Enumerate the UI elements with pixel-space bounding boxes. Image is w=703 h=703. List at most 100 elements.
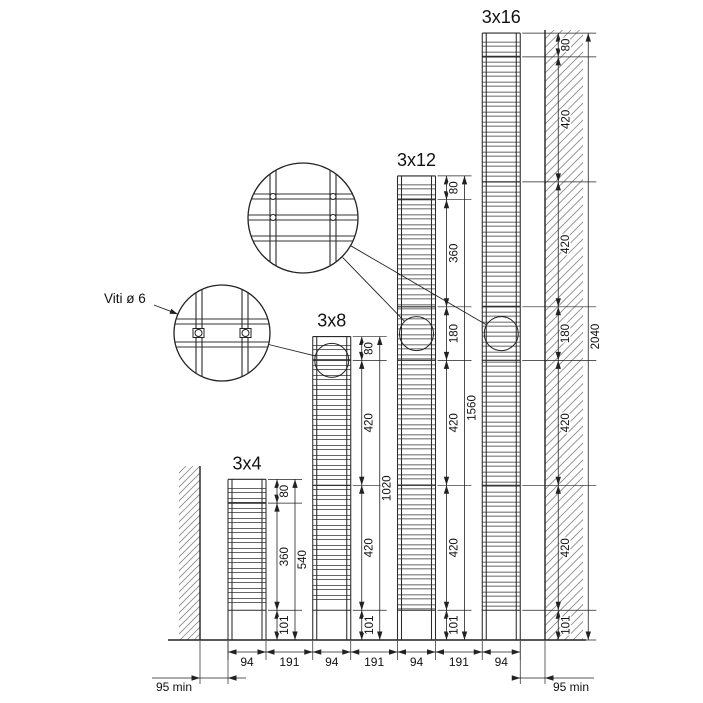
dimension-arrow <box>359 631 365 640</box>
dimension-arrow <box>443 610 450 619</box>
wall-hatch-line <box>545 119 583 159</box>
dimension-arrow <box>555 298 561 307</box>
wall-hatch-line <box>545 569 583 609</box>
dimension-value: 420 <box>449 538 461 557</box>
dimension-arrow <box>274 631 280 640</box>
dimension-arrow <box>555 631 561 640</box>
screw-circle <box>269 193 277 200</box>
dimension-value: 360 <box>449 244 461 263</box>
dimension-value: 180 <box>449 324 461 343</box>
wall-hatch-line <box>179 486 200 509</box>
wall-hatch-line <box>179 563 200 586</box>
wall-hatch-line <box>545 314 583 354</box>
wall-hatch-line <box>545 535 583 575</box>
dimension-arrow <box>397 649 406 655</box>
screw-circle <box>329 193 337 200</box>
dimension-arrow <box>555 181 561 191</box>
dimension-arrow <box>359 610 365 619</box>
dimension-arrow <box>461 175 468 185</box>
wall-hatch-line <box>545 382 583 422</box>
dimension-arrow <box>443 199 450 209</box>
dimension-arrow <box>304 649 313 655</box>
wall-hatch-line <box>545 93 583 133</box>
wall-hatch-line <box>545 127 583 167</box>
wall-hatch-line <box>545 501 583 541</box>
detail-note-label: Viti ø 6 <box>104 291 146 306</box>
dimension-arrow <box>342 649 351 655</box>
wall-hatch-line <box>545 85 583 125</box>
column-label: 3x4 <box>232 453 261 473</box>
dimension-arrow <box>359 601 365 611</box>
dimension-value: 180 <box>560 324 572 343</box>
dimension-value: 101 <box>279 616 291 635</box>
wall-hatch-line <box>545 59 583 99</box>
dimension-arrow <box>359 336 365 346</box>
wall-hatch-line <box>179 542 200 565</box>
screw-circle <box>241 329 250 337</box>
dimension-arrow <box>555 56 561 66</box>
wall-hatch-line <box>545 30 546 31</box>
dimension-arrow <box>274 601 280 611</box>
joint-marker-circle <box>314 342 350 378</box>
dimension-value: 420 <box>560 110 572 129</box>
dimension-value: 101 <box>364 616 376 635</box>
dimension-value: 80 <box>279 485 291 498</box>
bottom-dimension-value: 94 <box>495 655 509 669</box>
dimension-arrow <box>377 631 383 640</box>
dimension-arrow <box>443 306 450 316</box>
bottom-dimension-value: 191 <box>449 655 469 669</box>
note-arrow <box>169 308 178 315</box>
wall-hatch-line <box>545 348 583 388</box>
wall-hatch-line <box>179 500 200 523</box>
wall-hatch-line <box>179 598 200 621</box>
dimension-arrow <box>274 479 280 488</box>
dimension-arrow <box>443 175 450 185</box>
wall-hatch-line <box>545 510 583 550</box>
wall-hatch-line <box>179 493 200 516</box>
wall-hatch-line <box>545 527 583 567</box>
dimension-arrow <box>585 33 591 42</box>
wall-hatch-line <box>179 472 200 495</box>
dimension-arrow <box>443 191 450 200</box>
dimension-value: 420 <box>560 413 572 432</box>
wall-hatch-line <box>179 466 200 488</box>
wall-hatch-line <box>179 549 200 572</box>
overall-dimension-value: 1020 <box>382 475 394 501</box>
dimension-arrow <box>511 675 521 681</box>
dimension-value: 420 <box>560 538 572 557</box>
dimension-arrow <box>555 173 561 182</box>
wall-hatch-line <box>545 450 583 490</box>
dimension-arrow <box>359 476 365 486</box>
column-label: 3x12 <box>397 150 436 170</box>
wall-hatch-line <box>545 357 583 397</box>
leader-line <box>350 245 487 326</box>
dimension-arrow <box>266 649 275 655</box>
dimension-arrow <box>257 649 266 655</box>
dimension-value: 80 <box>560 39 572 52</box>
wall-hatch-line <box>179 466 187 474</box>
dimension-arrow <box>427 649 436 655</box>
dimension-value: 101 <box>449 616 461 635</box>
margin-dimension-value: 95 min <box>156 680 192 694</box>
detail-circle-joint <box>247 162 359 274</box>
overall-dimension-value: 540 <box>297 550 309 569</box>
margin-dimension-value: 95 min <box>553 680 589 694</box>
wall-hatch-line <box>545 561 583 601</box>
dimension-value: 420 <box>364 538 376 557</box>
wall-hatch-line <box>545 297 583 337</box>
dimension-arrow <box>443 601 450 611</box>
wall-hatch-line <box>545 34 583 74</box>
screw-circle <box>194 329 203 337</box>
dimension-arrow <box>435 649 444 655</box>
wall-hatch-line <box>179 605 200 628</box>
column-label: 3x16 <box>482 7 521 27</box>
leader-line <box>342 257 405 322</box>
wall-hatch-line <box>179 466 194 481</box>
dimension-arrow <box>461 631 468 640</box>
overall-dimension-value: 2040 <box>590 324 602 350</box>
dimension-arrow <box>228 649 237 655</box>
overall-dimension-value: 1560 <box>467 395 479 421</box>
bottom-dimension-value: 94 <box>325 655 339 669</box>
